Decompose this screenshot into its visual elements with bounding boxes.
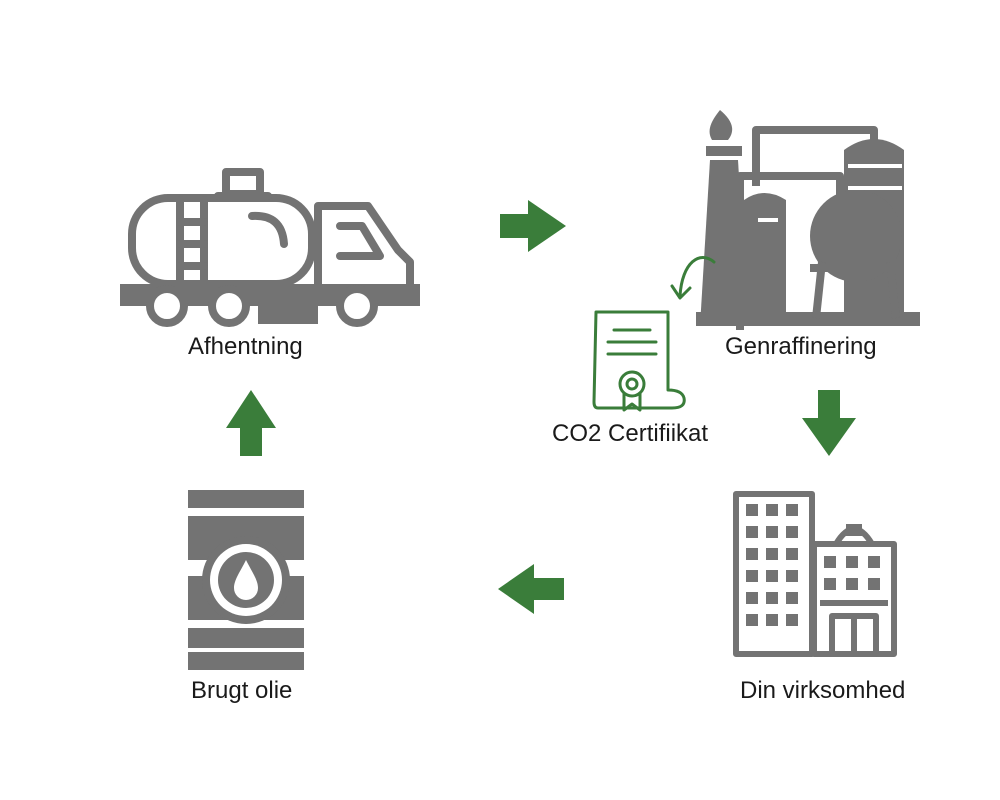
node-label-business: Din virksomhed	[740, 677, 906, 704]
node-label-pickup: Afhentning	[188, 333, 303, 360]
node-label-refining: Genraffinering	[725, 333, 877, 360]
node-label-used-oil: Brugt olie	[191, 677, 293, 704]
node-label-certificate: CO2 Certifiikat	[552, 420, 709, 447]
